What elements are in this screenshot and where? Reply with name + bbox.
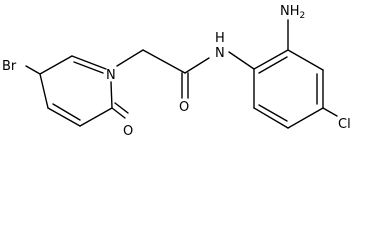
- bond-a4-cl: [322, 107, 338, 117]
- bond-c2-o-inner: [114, 102, 129, 114]
- bond-c2-c3: [79, 107, 113, 127]
- bond-n1-c2: [110, 81, 113, 109]
- bond-c4b-c5: [39, 73, 49, 109]
- chemical-structure: Br N O O H N NH2 Cl: [2, 4, 351, 137]
- amino-nh-label: NH: [280, 4, 300, 19]
- pyridinone-ring: [25, 55, 129, 127]
- bond-c5-br: [25, 65, 41, 75]
- acetamide-linker: [116, 49, 255, 99]
- bond-co-nh: [184, 57, 210, 74]
- amide-hydrogen-label: H: [215, 31, 225, 46]
- bond-a2-a3: [287, 49, 324, 71]
- amino-group-label: NH2: [280, 4, 305, 21]
- bond-c4-n1: [71, 55, 107, 70]
- bond-c3-c4b-inner: [52, 103, 81, 121]
- bond-c5-c4: [39, 55, 73, 75]
- chlorine-label: Cl: [338, 117, 351, 132]
- ring-nitrogen-label: N: [106, 68, 116, 83]
- bond-a4-a5: [287, 107, 324, 129]
- carbonyl-oxygen-label: O: [123, 124, 133, 137]
- bond-c4-n1-inner: [73, 61, 104, 74]
- bond-a1-a2-inner: [258, 56, 288, 74]
- aniline-ring: [253, 19, 338, 129]
- bond-nh-aryl: [228, 51, 255, 70]
- bond-n1-ch2: [116, 49, 144, 67]
- bond-a5-a6-inner: [258, 104, 288, 122]
- bond-a1-a2: [253, 49, 289, 70]
- amide-oxygen-label: O: [179, 100, 189, 115]
- amino-subscript-label: 2: [300, 11, 306, 21]
- bond-a5-a6: [253, 107, 289, 129]
- atom-labels: Br N O O H N NH2 Cl: [2, 4, 351, 137]
- bond-ch2-co: [142, 49, 186, 74]
- bond-c2-o: [111, 107, 126, 119]
- bond-c3-c4b: [47, 107, 81, 127]
- bromine-label: Br: [2, 59, 17, 74]
- amide-nitrogen-label: N: [215, 46, 225, 61]
